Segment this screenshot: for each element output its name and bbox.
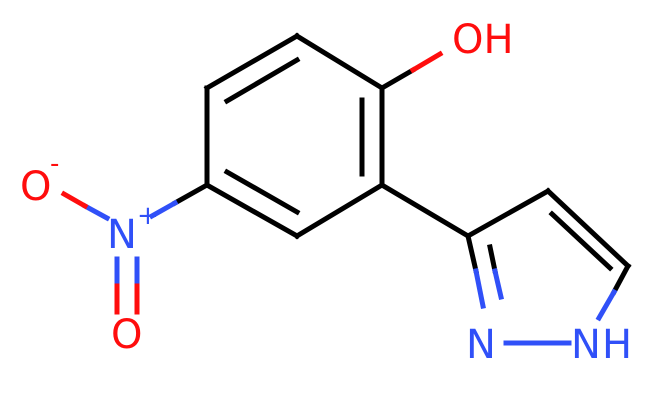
bond-pz-c4-c5-inner	[548, 210, 614, 272]
pyrazole-n-label: N	[466, 322, 496, 368]
bond-n-o-top-red	[60, 190, 89, 210]
bond-pz-c3-n2-blue	[473, 268, 486, 309]
hydroxyl-label: OH	[452, 17, 514, 63]
pyrazole-nh-n-label: N	[571, 322, 601, 368]
bond-pz-c3-n2-inner-blue	[492, 268, 504, 300]
bond-c2-c3	[293, 32, 386, 92]
bond-c4-c5	[293, 181, 386, 240]
benzene-ring	[203, 32, 386, 240]
pyrazole-nh-h-label: H	[602, 322, 632, 368]
bond-c4-pyrazole	[378, 181, 472, 240]
bond-c1-c2	[203, 32, 301, 92]
bond-c1-c2-inner	[223, 56, 301, 105]
bond-n-o-top-blue	[81, 202, 111, 222]
nitro-o-top-charge: -	[50, 149, 59, 179]
bond-c6-nitro-blue	[148, 199, 179, 220]
bond-c6-nitro	[171, 181, 211, 207]
bond-pz-c3-n2-black	[465, 233, 479, 274]
bond-c5-c6-inner	[223, 168, 301, 216]
bond-pz-c3-c4	[464, 187, 552, 240]
nitro-n-label: N	[107, 212, 137, 258]
bond-pz-c3-n2-inner-black	[487, 244, 498, 274]
bond-pz-c5-n1-black	[610, 262, 632, 296]
bond-c3-oh-red	[409, 50, 444, 74]
bond-c5-c6	[203, 181, 301, 240]
nitro-o-bottom-label: O	[111, 312, 142, 358]
nitro-o-top-label: O	[20, 164, 51, 210]
nitro-n-charge: +	[137, 201, 159, 231]
pyrazole-ring	[464, 187, 632, 346]
bond-pz-c5-n1-blue	[595, 288, 618, 322]
bond-pz-c4-c5	[544, 187, 632, 270]
bond-c3-oh	[378, 66, 417, 92]
